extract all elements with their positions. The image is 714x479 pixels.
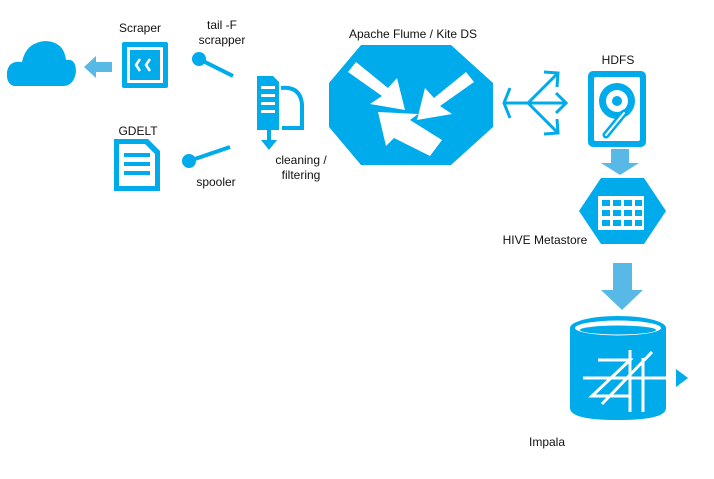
flume-hexagon-icon [329, 45, 493, 165]
hard-disk-icon [588, 71, 646, 147]
remote-connect-icon [122, 42, 168, 88]
hive-to-impala-arrow [601, 263, 643, 310]
hdfs-to-hive-arrow [601, 149, 639, 175]
impala-label: Impala [528, 435, 566, 449]
hdfs-label: HDFS [601, 53, 635, 67]
table-grid-hexagon-icon [579, 178, 666, 244]
hive-metastore-label: HIVE Metastore [502, 233, 588, 247]
source-connector-icon [182, 145, 231, 168]
database-icon [570, 316, 688, 420]
filter-process-icon [257, 76, 304, 150]
scraper-label: Scraper [118, 21, 162, 35]
spooler-label: spooler [196, 175, 236, 189]
fanout-icon [502, 70, 569, 136]
scraper-to-cloud-arrow [84, 56, 112, 78]
cloud-icon [6, 41, 77, 86]
document-icon [114, 139, 160, 191]
cleaning-filtering-label: cleaning / filtering [275, 153, 327, 182]
source-connector-icon [192, 52, 234, 78]
tail-scrapper-label: tail -F scrapper [198, 18, 246, 47]
gdelt-label: GDELT [118, 124, 158, 138]
flume-label: Apache Flume / Kite DS [348, 27, 478, 41]
